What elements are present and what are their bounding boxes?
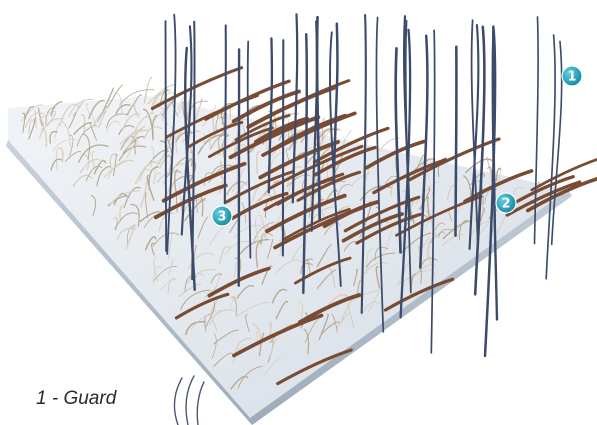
caption-guard: 1 - Guard	[36, 388, 116, 410]
guard-hair	[546, 35, 555, 279]
awn-hair	[532, 157, 597, 190]
marker-label: 1	[567, 70, 576, 85]
marker-label: 3	[217, 210, 226, 225]
marker-guard-hair: 1	[562, 66, 582, 86]
guard-hair	[165, 21, 166, 251]
marker-label: 2	[501, 197, 510, 212]
marker-down-hair: 3	[212, 206, 232, 226]
marker-awn-hair: 2	[496, 193, 516, 213]
loose-guard-hairs	[175, 376, 204, 425]
guard-hair	[456, 47, 457, 236]
guard-hair	[225, 25, 226, 203]
